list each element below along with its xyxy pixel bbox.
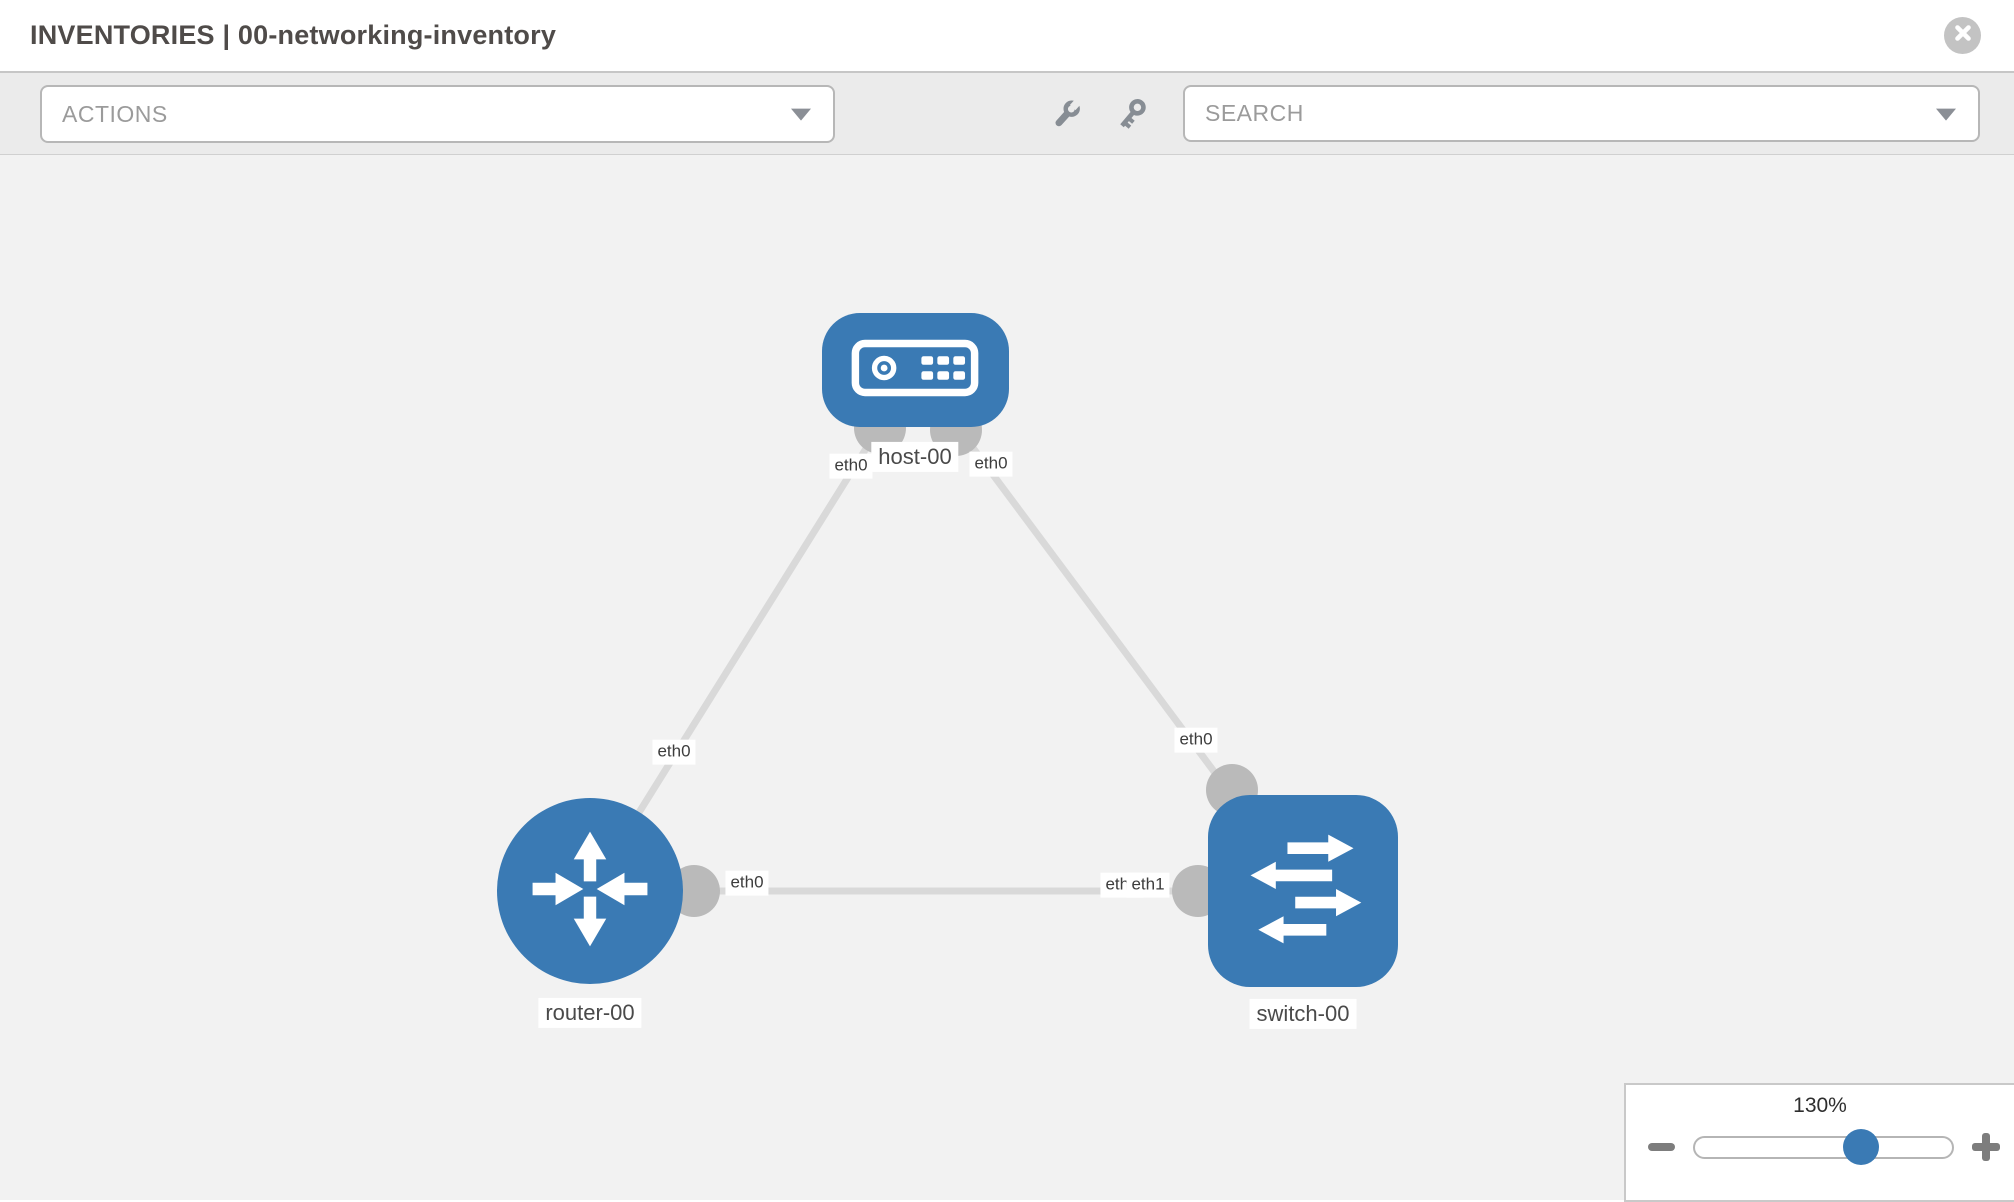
zoom-slider-handle[interactable]: [1842, 1129, 1879, 1165]
interface-label: eth0: [829, 453, 873, 479]
zoom-slider-track[interactable]: [1693, 1129, 1954, 1165]
switch-icon: [1235, 821, 1371, 962]
search-placeholder: SEARCH: [1205, 100, 1304, 126]
actions-dropdown[interactable]: ACTIONS: [40, 85, 835, 143]
zoom-level: 130%: [1793, 1094, 1847, 1117]
close-button[interactable]: [1944, 17, 1981, 54]
close-icon: [1954, 24, 1972, 47]
host-icon: [849, 336, 981, 405]
chevron-down-icon: [791, 108, 811, 121]
zoom-slider-row: [1648, 1127, 2000, 1167]
interface-label: eth0: [652, 739, 696, 765]
node-host-00[interactable]: [821, 313, 1009, 427]
key-icon[interactable]: [1113, 97, 1149, 133]
router-icon: [523, 822, 657, 961]
zoom-panel: 130%: [1624, 1083, 2014, 1202]
interface-label: eth0: [1174, 727, 1218, 753]
node-router-00[interactable]: [497, 798, 683, 984]
toolbar: ACTIONS SEARCH: [0, 71, 2014, 155]
topology-wires: [587, 367, 1306, 917]
interface-label: eth1: [1126, 872, 1170, 898]
node-label-switch-00: switch-00: [1249, 998, 1357, 1030]
page-title: INVENTORIES | 00-networking-inventory: [30, 20, 557, 50]
chevron-down-icon: [1936, 108, 1956, 121]
minus-icon[interactable]: [1648, 1143, 1675, 1151]
node-label-router-00: router-00: [538, 997, 642, 1029]
interface-label: eth0: [969, 451, 1013, 477]
plus-icon[interactable]: [1972, 1133, 2000, 1161]
page-header: INVENTORIES | 00-networking-inventory: [0, 0, 2014, 71]
wrench-icon[interactable]: [1048, 97, 1084, 133]
interface-label: eth0: [725, 870, 769, 896]
search-input[interactable]: SEARCH: [1183, 85, 1980, 142]
node-label-host-00: host-00: [871, 441, 959, 473]
node-switch-00[interactable]: [1208, 795, 1398, 987]
actions-dropdown-label: ACTIONS: [62, 100, 168, 127]
